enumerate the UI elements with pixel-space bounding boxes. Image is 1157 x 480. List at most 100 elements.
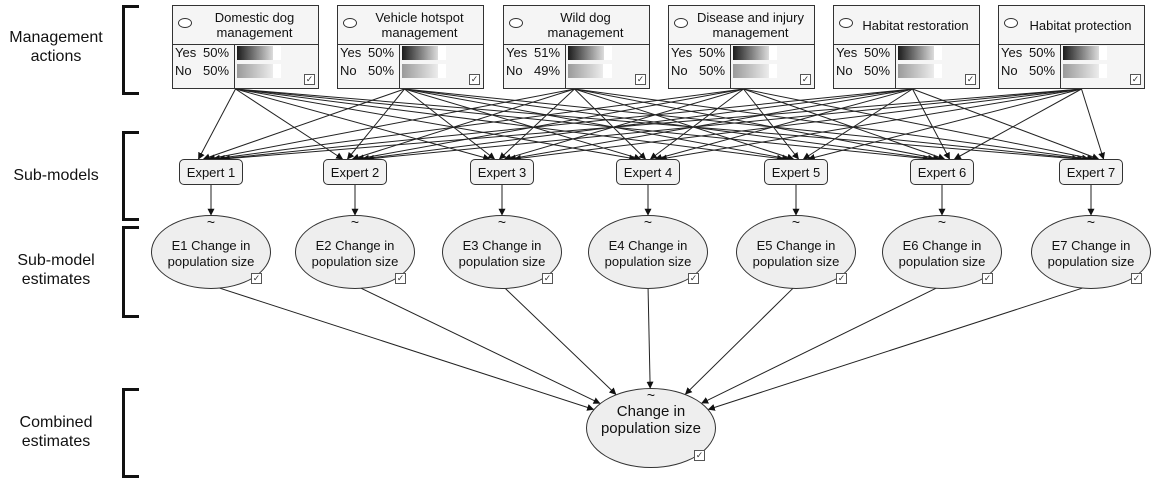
expert-node[interactable]: Expert 2 xyxy=(323,159,387,185)
state-row-no: No 50% xyxy=(340,63,482,79)
checkbox-icon[interactable]: ✓ xyxy=(688,273,699,284)
edge-action-to-expert xyxy=(1081,88,1105,160)
edge-action-to-expert xyxy=(743,88,946,161)
probability-bar-track xyxy=(1063,46,1107,60)
estimate-node[interactable]: ~E6 Change in population size✓ xyxy=(882,214,1002,289)
estimate-node[interactable]: ~ E2 Change in population size ✓ xyxy=(295,214,415,289)
expert-node[interactable]: Expert 1 xyxy=(179,159,243,185)
estimate-node[interactable]: ~E5 Change in population size✓ xyxy=(736,214,856,289)
checkbox-icon[interactable]: ✓ xyxy=(469,74,480,85)
estimate-node[interactable]: ~E4 Change in population size✓ xyxy=(588,214,708,289)
checkbox-icon[interactable]: ✓ xyxy=(542,273,553,284)
state-divider xyxy=(730,44,731,88)
checkbox-icon[interactable]: ✓ xyxy=(800,74,811,85)
state-name: No xyxy=(340,63,357,78)
edge-action-to-expert xyxy=(404,88,496,160)
estimate-node[interactable]: ~E3 Change in population size✓ xyxy=(442,214,562,289)
edge-action-to-expert xyxy=(404,88,1085,162)
edge-action-to-expert xyxy=(574,88,1090,162)
edge-estimate-to-combined xyxy=(501,284,617,395)
probability-bar-track xyxy=(1063,64,1107,78)
checkbox-icon[interactable]: ✓ xyxy=(694,450,705,461)
probability-bar xyxy=(1063,64,1100,78)
edge-action-to-expert xyxy=(356,88,744,162)
state-name: Yes xyxy=(506,45,528,60)
expert-node[interactable]: Expert 4 xyxy=(616,159,680,185)
estimate-label: E7 Change in population size xyxy=(1047,238,1135,269)
uncertainty-symbol: ~ xyxy=(206,214,216,230)
edge-action-to-expert xyxy=(802,88,913,160)
state-probability: 50% xyxy=(699,45,726,60)
edge-action-to-expert xyxy=(574,88,795,161)
node-oval-icon xyxy=(839,18,853,28)
edge-estimate-to-combined xyxy=(646,285,654,389)
estimate-label: E2 Change in population size xyxy=(311,238,399,269)
edge-action-to-expert xyxy=(207,88,575,162)
estimate-node[interactable]: ~ E1 Change in population size ✓ xyxy=(151,214,271,289)
expert-node[interactable]: Expert 7 xyxy=(1059,159,1123,185)
expert-node[interactable]: Expert 5 xyxy=(764,159,828,185)
edge-action-to-expert xyxy=(404,88,936,162)
edge-action-to-expert xyxy=(498,88,575,160)
checkbox-icon[interactable]: ✓ xyxy=(1130,74,1141,85)
checkbox-icon[interactable]: ✓ xyxy=(982,273,993,284)
probability-bar-track xyxy=(898,64,942,78)
probability-bar xyxy=(402,46,439,60)
uncertainty-symbol: ~ xyxy=(791,214,801,230)
expert-node[interactable]: Expert 6 xyxy=(910,159,974,185)
node-oval-icon xyxy=(343,18,357,28)
uncertainty-symbol: ~ xyxy=(350,214,360,230)
edge-action-to-expert xyxy=(347,88,405,160)
state-name: No xyxy=(1001,63,1018,78)
row-label-sub-model-estimates: Sub-model estimates xyxy=(17,252,95,288)
checkbox-icon[interactable]: ✓ xyxy=(635,74,646,85)
state-probability: 50% xyxy=(203,63,230,78)
checkbox-icon[interactable]: ✓ xyxy=(965,74,976,85)
checkbox-icon[interactable]: ✓ xyxy=(304,74,315,85)
edge-action-to-expert xyxy=(743,88,799,160)
edge-action-to-expert xyxy=(513,88,1082,162)
action-node-title: Domestic dog management xyxy=(214,10,295,40)
probability-bar-track xyxy=(733,46,777,60)
node-oval-icon xyxy=(1004,18,1018,28)
checkbox-icon[interactable]: ✓ xyxy=(836,273,847,284)
edge-action-to-expert xyxy=(351,88,575,161)
probability-bar-track xyxy=(898,46,942,60)
edge-action-to-expert xyxy=(574,88,941,162)
checkbox-icon[interactable]: ✓ xyxy=(395,273,406,284)
action-node-title: Wild dog management xyxy=(547,10,624,40)
state-divider xyxy=(1060,44,1061,88)
estimate-label: E1 Change in population size xyxy=(167,238,255,269)
expert-node[interactable]: Expert 3 xyxy=(470,159,534,185)
edge-action-to-expert xyxy=(366,88,1082,162)
edge-action-to-expert xyxy=(912,88,1100,161)
estimate-node[interactable]: ~E7 Change in population size✓ xyxy=(1031,214,1151,289)
edge-action-to-expert xyxy=(404,88,790,162)
state-name: Yes xyxy=(340,45,362,60)
combined-estimate-label: Change in population size xyxy=(600,403,702,437)
probability-bar xyxy=(733,64,770,78)
checkbox-icon[interactable]: ✓ xyxy=(1131,273,1142,284)
combined-estimate-node[interactable]: ~Change in population size✓ xyxy=(586,387,716,468)
probability-bar xyxy=(237,64,274,78)
state-probability: 50% xyxy=(368,63,395,78)
bracket-sub-models xyxy=(122,131,139,221)
state-name: No xyxy=(671,63,688,78)
probability-bar-track xyxy=(568,46,612,60)
checkbox-icon[interactable]: ✓ xyxy=(251,273,262,284)
edge-action-to-expert xyxy=(202,88,405,161)
probability-bar-track xyxy=(402,64,446,78)
probability-bar-track xyxy=(237,46,281,60)
